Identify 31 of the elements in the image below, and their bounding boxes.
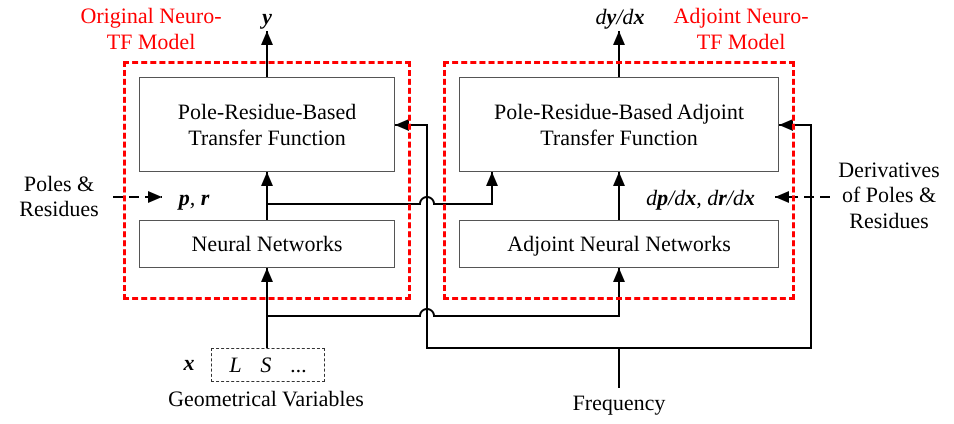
arrow bbox=[113, 191, 162, 203]
variable-label: y bbox=[262, 4, 272, 30]
input-label: Derivatives of Poles & Residues bbox=[837, 157, 941, 233]
input-label: Poles & Residues bbox=[18, 170, 100, 222]
process-box bbox=[139, 77, 395, 172]
model-title: Original Neuro-TF Model bbox=[79, 3, 223, 55]
box-label: Pole-Residue-Based Transfer Function bbox=[176, 99, 358, 150]
variable-label: L bbox=[229, 352, 242, 378]
variable-label: x bbox=[182, 350, 196, 376]
variable-label: dp/dx, dr/dx bbox=[646, 185, 755, 211]
variable-label: p, r bbox=[178, 185, 210, 211]
caption-label: Geometrical Variables bbox=[167, 386, 365, 412]
arrow bbox=[613, 172, 625, 220]
box-label: Adjoint Neural Networks bbox=[507, 231, 731, 257]
arrow bbox=[613, 31, 625, 77]
arrow bbox=[775, 191, 830, 203]
arrow bbox=[266, 268, 625, 348]
model-title: Adjoint Neuro-TF Model bbox=[672, 3, 810, 55]
box-label: Neural Networks bbox=[192, 231, 342, 257]
arrow bbox=[266, 172, 498, 220]
process-box bbox=[459, 77, 779, 172]
variable-label: S bbox=[260, 352, 272, 378]
process-box bbox=[139, 220, 395, 268]
box-label: Pole-Residue-Based Adjoint Transfer Function bbox=[494, 99, 744, 150]
variable-label: dy/dx bbox=[596, 4, 644, 30]
process-box bbox=[459, 220, 779, 268]
arrow bbox=[618, 119, 812, 388]
variable-label: ... bbox=[290, 352, 307, 378]
variable-box bbox=[211, 348, 325, 382]
arrow bbox=[261, 31, 273, 77]
input-label: Frequency bbox=[572, 390, 666, 416]
